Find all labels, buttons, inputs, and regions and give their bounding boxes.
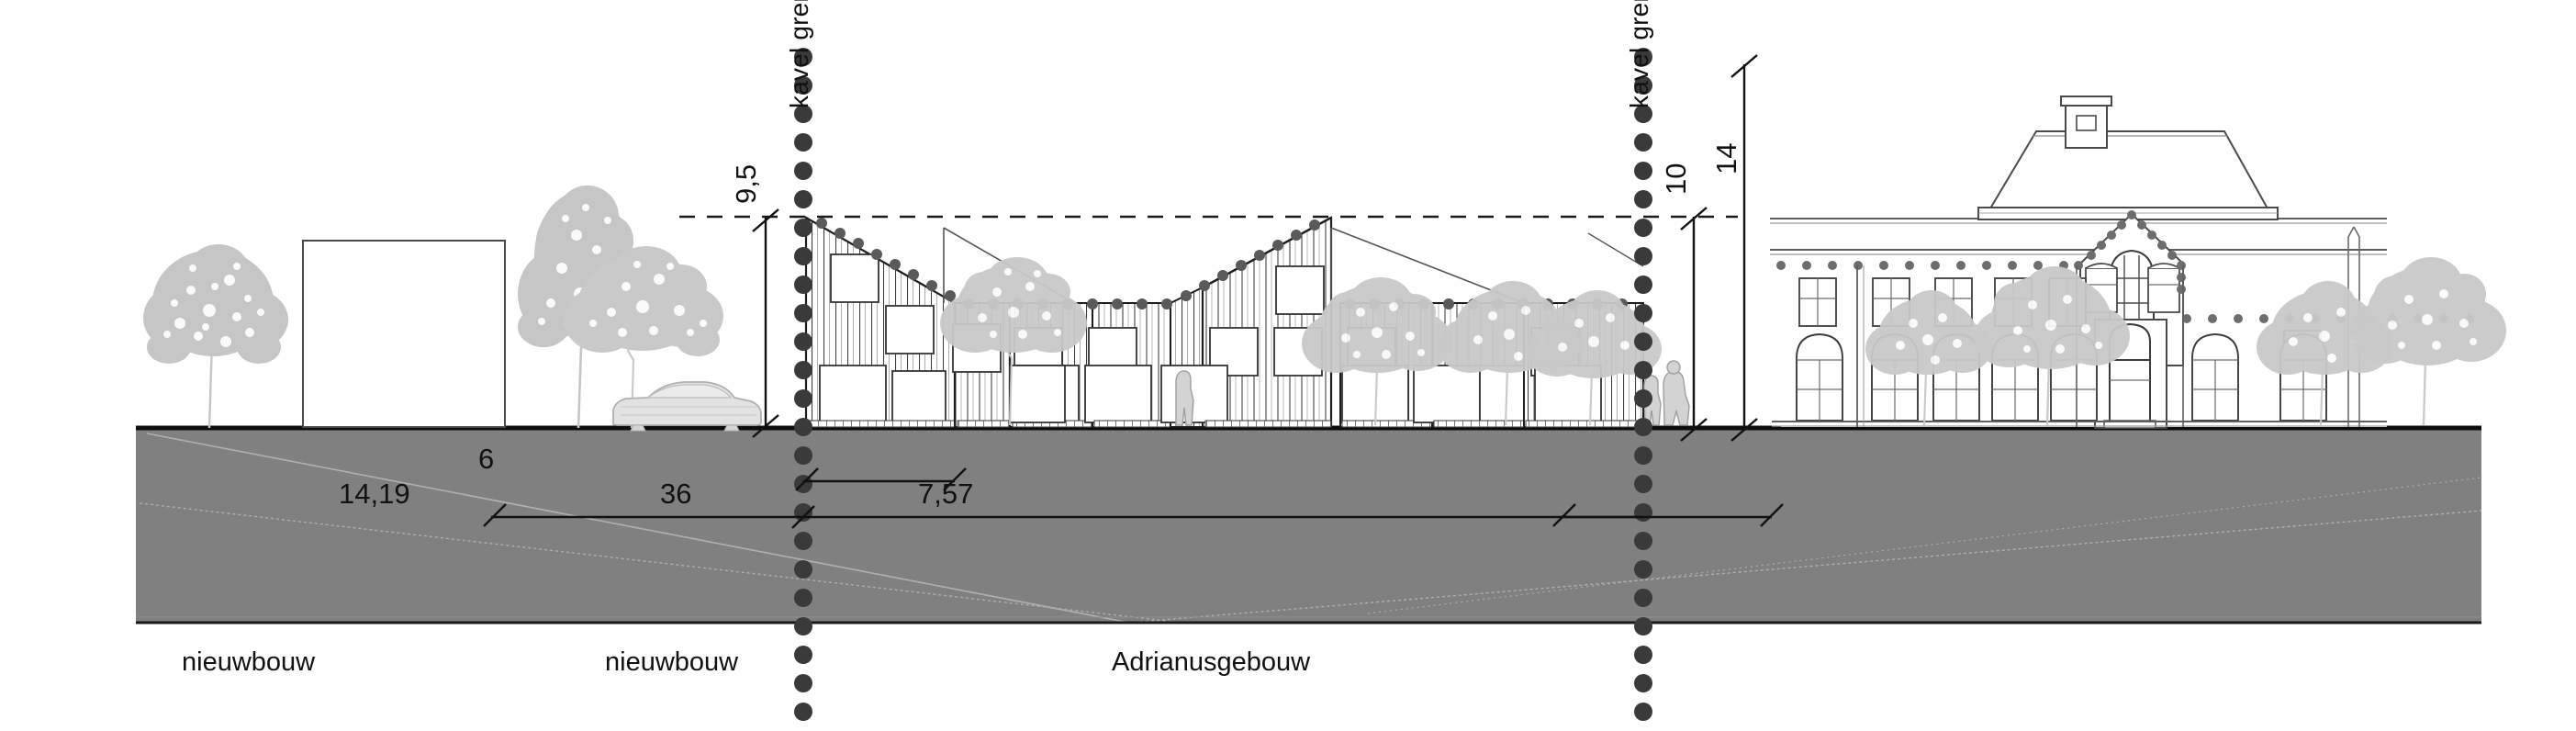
dimension-width-7-57: 7,57 <box>918 478 974 510</box>
dimension-height-10: 10 <box>1660 163 1692 195</box>
dimension-width-6: 6 <box>478 443 495 475</box>
dimension-height-9-5: 9,5 <box>730 163 762 204</box>
caption-nieuwbouw-left: nieuwbouw <box>182 647 316 677</box>
tree-right-4 <box>2350 257 2506 426</box>
adrianusgebouw <box>1770 96 2506 429</box>
caption-adrianusgebouw: Adrianusgebouw <box>1112 647 1311 677</box>
dimline-14 <box>1730 54 1758 442</box>
dimline-6 <box>795 467 967 491</box>
nieuwbouw-unit-1 <box>804 216 957 429</box>
kavel-grens-label-left: kavel grens <box>785 0 813 108</box>
tree-left-1 <box>143 244 288 429</box>
person-3 <box>1663 360 1690 426</box>
nieuwbouw-block <box>804 216 1690 429</box>
tree-mid-1 <box>940 257 1087 426</box>
adrianus-roof <box>1977 96 2279 220</box>
dimline-7-57 <box>1552 503 1784 527</box>
person-1 <box>1175 370 1194 426</box>
car <box>612 381 762 432</box>
ground-section <box>136 425 2481 624</box>
dimline-10 <box>1680 207 1708 442</box>
left-zone <box>143 186 762 432</box>
dimline-14-19-36 <box>483 503 1643 529</box>
dimension-height-14: 14 <box>1710 142 1742 174</box>
dimension-width-14-19: 14,19 <box>339 478 410 510</box>
tree-right-2 <box>1974 266 2130 426</box>
kavel-grens-line-right <box>1634 48 1652 721</box>
kavel-grens-line-left <box>794 48 812 721</box>
dimline-9-5 <box>752 208 779 438</box>
nieuwbouw-unit-3 <box>1009 302 1171 428</box>
kavel-grens-label-right: kavel grens <box>1625 0 1653 108</box>
person-2 <box>1643 375 1662 426</box>
dimension-lines <box>483 54 1784 529</box>
left-volume <box>302 240 506 428</box>
tree-mid-4 <box>1526 290 1662 426</box>
tree-left-3 <box>564 246 723 429</box>
caption-nieuwbouw-middle: nieuwbouw <box>605 647 739 677</box>
tree-mid-2 <box>1302 277 1452 426</box>
dimension-width-36: 36 <box>660 478 692 510</box>
